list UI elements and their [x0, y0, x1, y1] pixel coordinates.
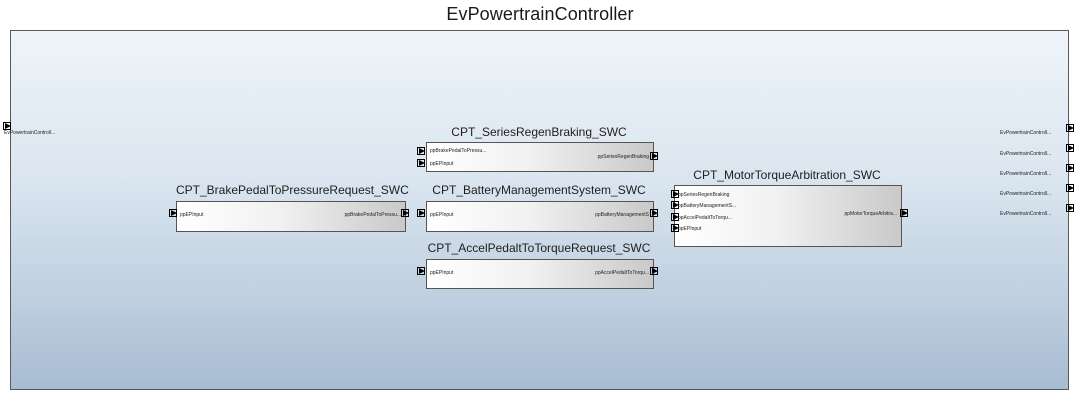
- motor-component[interactable]: ppSeriesRegenBraking ppBatteryManagement…: [674, 185, 902, 247]
- regen-input-port-1[interactable]: [417, 147, 425, 155]
- external-output-port-2[interactable]: [1066, 144, 1074, 152]
- accel-out-port-label: ppAccelPedaltToTorqu...: [595, 270, 649, 276]
- external-output-label-2: EvPowertrainControll...: [1000, 151, 1052, 157]
- motor-input-port-3[interactable]: [671, 213, 679, 221]
- battery-output-port[interactable]: [650, 209, 658, 217]
- battery-input-port[interactable]: [417, 209, 425, 217]
- battery-component[interactable]: ppEPInput ppBatteryManagementS: [426, 201, 654, 232]
- brake-input-port[interactable]: [169, 209, 177, 217]
- accel-component[interactable]: ppEPInput ppAccelPedaltToTorqu...: [426, 259, 654, 289]
- external-output-port-1[interactable]: [1066, 124, 1074, 132]
- regen-output-port[interactable]: [650, 152, 658, 160]
- battery-in-port-label: ppEPInput: [430, 212, 454, 218]
- motor-in-port-label-2: ppBatteryManagementS...: [678, 203, 737, 209]
- accel-output-port[interactable]: [650, 267, 658, 275]
- brake-component[interactable]: ppEPInput ppBrakePedalToPressu...: [176, 201, 406, 232]
- external-output-port-3[interactable]: [1066, 164, 1074, 172]
- external-output-label-3: EvPowertrainControll...: [1000, 171, 1052, 177]
- motor-input-port-1[interactable]: [671, 190, 679, 198]
- external-input-port[interactable]: [3, 122, 11, 130]
- external-output-label-4: EvPowertrainControll...: [1000, 191, 1052, 197]
- battery-component-title: CPT_BatteryManagementSystem_SWC: [432, 183, 646, 197]
- external-input-label: EvPowertrainControll...: [4, 130, 56, 136]
- accel-in-port-label: ppEPInput: [430, 270, 454, 276]
- brake-out-port-label: ppBrakePedalToPressu...: [344, 212, 401, 218]
- battery-out-port-label: ppBatteryManagementS: [595, 212, 649, 218]
- brake-component-title: CPT_BrakePedalToPressureRequest_SWC: [176, 183, 409, 197]
- external-output-port-4[interactable]: [1066, 184, 1074, 192]
- motor-in-port-label-1: ppSeriesRegenBraking: [678, 192, 730, 198]
- motor-out-port-label: ppMotorTorqueArbitra...: [844, 211, 897, 217]
- regen-input-port-2[interactable]: [417, 159, 425, 167]
- regen-component[interactable]: ppBrakePedalToPressu... ppEPInput ppSeri…: [426, 142, 654, 172]
- motor-output-port[interactable]: [900, 209, 908, 217]
- external-output-label-1: EvPowertrainControll...: [1000, 130, 1052, 136]
- motor-in-port-label-3: ppAccelPedaltToTorqu...: [678, 215, 732, 221]
- accel-input-port[interactable]: [417, 267, 425, 275]
- motor-input-port-4[interactable]: [671, 224, 679, 232]
- motor-component-title: CPT_MotorTorqueArbitration_SWC: [693, 168, 881, 182]
- brake-output-port[interactable]: [401, 209, 409, 217]
- diagram-title: EvPowertrainController: [446, 4, 634, 24]
- regen-in-port-label-2: ppEPInput: [430, 161, 454, 167]
- accel-component-title: CPT_AccelPedaltToTorqueRequest_SWC: [427, 241, 651, 255]
- motor-input-port-2[interactable]: [671, 201, 679, 209]
- external-output-label-5: EvPowertrainControll...: [1000, 211, 1052, 217]
- brake-in-port-label: ppEPInput: [180, 212, 204, 218]
- external-output-port-5[interactable]: [1066, 204, 1074, 212]
- regen-out-port-label: ppSeriesRegenBraking: [597, 154, 649, 160]
- regen-in-port-label-1: ppBrakePedalToPressu...: [430, 148, 487, 154]
- regen-component-title: CPT_SeriesRegenBraking_SWC: [451, 125, 627, 139]
- motor-in-port-label-4: ppEPInput: [678, 226, 702, 232]
